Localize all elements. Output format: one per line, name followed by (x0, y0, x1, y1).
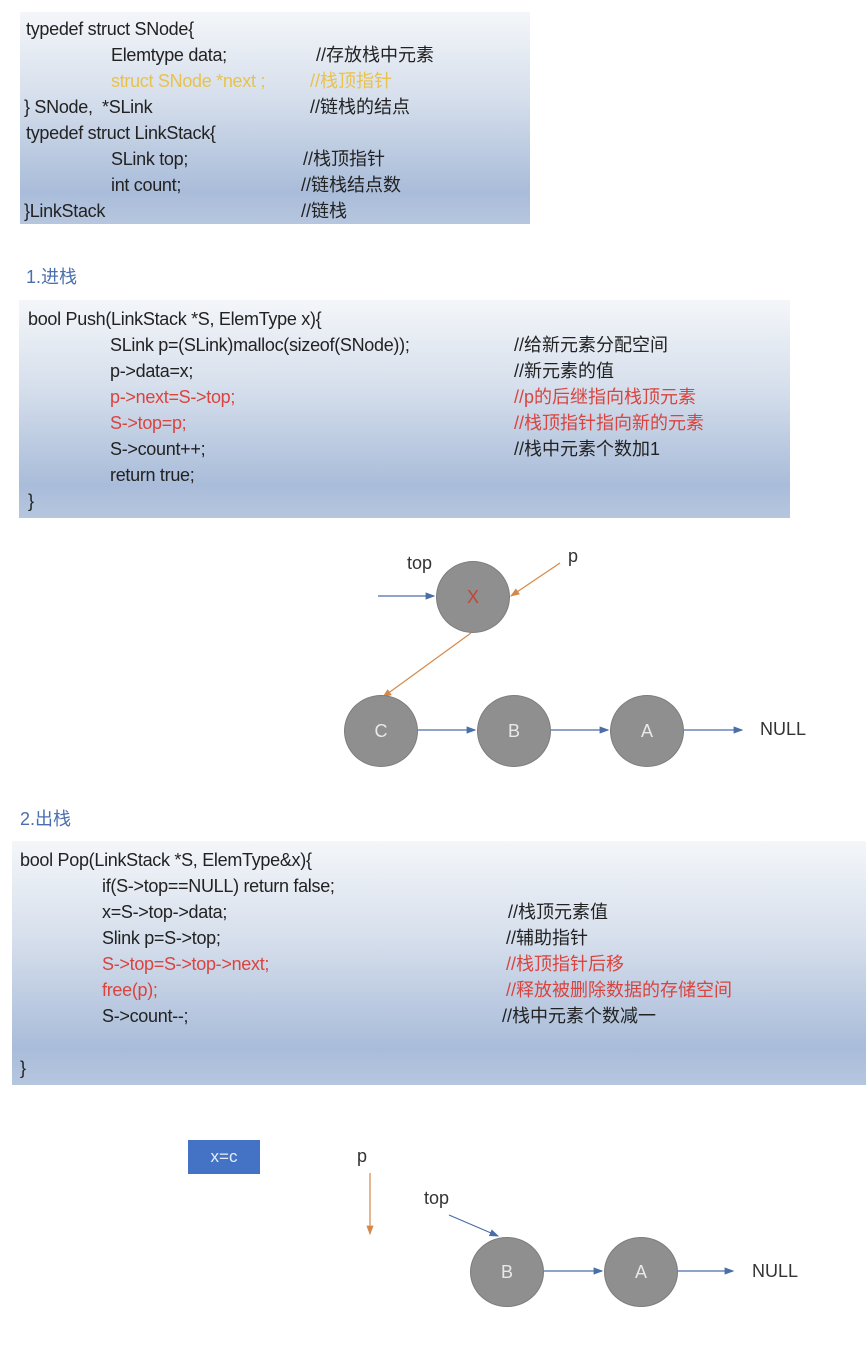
code-line: Elemtype data; (111, 45, 227, 65)
null-label: NULL (752, 1261, 799, 1281)
code-line: }LinkStack (24, 201, 106, 221)
code-line: typedef struct SNode{ (26, 19, 194, 39)
code-line: S->count--; (102, 1006, 189, 1026)
node-a: A (604, 1237, 678, 1307)
code-comment: //辅助指针 (506, 928, 589, 948)
node-b: B (470, 1237, 544, 1307)
node-label: B (507, 720, 520, 741)
top-pointer-label: top (407, 553, 433, 573)
code-line: typedef struct LinkStack{ (26, 123, 216, 143)
code-line: Slink p=S->top; (102, 928, 221, 948)
node-label: B (500, 1261, 513, 1282)
node-b: B (477, 695, 551, 767)
code-line: x=S->top->data; (102, 902, 228, 922)
top-pointer-label: top (424, 1188, 450, 1208)
code-comment-highlight: //释放被删除数据的存储空间 (506, 980, 733, 1000)
code-line: } (28, 491, 34, 511)
push-heading: 1.进栈 (26, 267, 78, 287)
code-line: int count; (111, 175, 182, 195)
code-line-highlight: free(p); (102, 980, 158, 1000)
code-line: bool Push(LinkStack *S, ElemType x){ (28, 309, 322, 329)
push-code-block: bool Push(LinkStack *S, ElemType x){ SLi… (19, 300, 790, 518)
code-comment-highlight: //p的后继指向栈顶元素 (514, 387, 697, 407)
node-a: A (610, 695, 684, 767)
x-value-box: x=c (188, 1140, 260, 1174)
code-line: if(S->top==NULL) return false; (102, 876, 335, 896)
code-comment: //栈中元素个数减一 (502, 1006, 657, 1026)
code-line: bool Pop(LinkStack *S, ElemType&x){ (20, 850, 312, 870)
node-label: A (640, 720, 653, 741)
code-comment: //给新元素分配空间 (514, 335, 669, 355)
code-line: p->data=x; (110, 361, 194, 381)
pop-heading: 2.出栈 (20, 809, 72, 829)
node-label: X (466, 586, 479, 607)
code-line-highlight: p->next=S->top; (110, 387, 236, 407)
node-new-x: X (436, 561, 510, 633)
code-comment: //链栈结点数 (301, 175, 402, 195)
code-comment: //栈顶指针 (303, 149, 386, 169)
code-comment: //存放栈中元素 (316, 45, 435, 65)
code-line: } SNode, *SLink (24, 97, 153, 117)
null-label: NULL (760, 719, 807, 739)
code-line: } (20, 1058, 26, 1078)
code-line-highlight: S->top=p; (110, 413, 187, 433)
struct-definition-block: typedef struct SNode{ Elemtype data; //存… (20, 12, 530, 224)
code-comment-highlight: //栈顶指针 (310, 71, 393, 91)
node-c: C (344, 695, 418, 767)
code-line: S->count++; (110, 439, 206, 459)
code-comment: //链栈的结点 (310, 97, 411, 117)
node-label: A (634, 1261, 647, 1282)
p-pointer-label: p (568, 546, 579, 566)
pop-code-block: bool Pop(LinkStack *S, ElemType&x){ if(S… (12, 841, 866, 1085)
code-comment: //栈顶元素值 (508, 902, 609, 922)
code-comment: //链栈 (301, 201, 348, 221)
code-comment: //栈中元素个数加1 (514, 439, 661, 459)
code-comment-highlight: //栈顶指针后移 (506, 954, 625, 974)
code-line-highlight: struct SNode *next ; (111, 71, 266, 91)
node-label: C (374, 720, 388, 741)
p-pointer-label: p (357, 1146, 368, 1166)
code-line: SLink p=(SLink)malloc(sizeof(SNode)); (110, 335, 410, 355)
code-line: return true; (110, 465, 195, 485)
code-comment: //新元素的值 (514, 361, 615, 381)
x-value-label: x=c (210, 1147, 238, 1166)
code-line-highlight: S->top=S->top->next; (102, 954, 270, 974)
code-line: SLink top; (111, 149, 189, 169)
code-comment-highlight: //栈顶指针指向新的元素 (514, 413, 705, 433)
